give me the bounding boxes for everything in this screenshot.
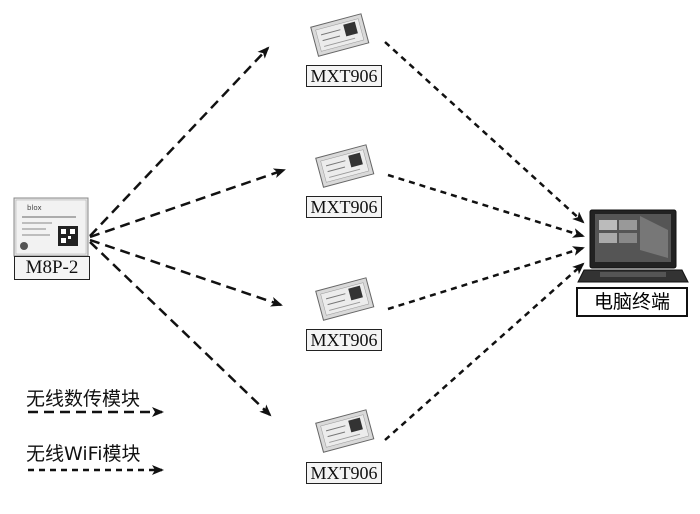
m8p2-label: M8P-2 (14, 256, 90, 280)
wifi-link-arrow-1 (384, 41, 585, 224)
wifi-link-arrow-2 (387, 173, 585, 238)
mxt906-label-3: MXT906 (306, 329, 382, 351)
wifi-link-arrow-4 (384, 262, 585, 441)
legend-wifi-text: 无线WiFi模块 (26, 443, 141, 465)
mxt906-chip-image-2 (315, 144, 375, 188)
wifi-link-arrow-3 (387, 246, 585, 311)
laptop-icon (577, 209, 689, 283)
mxt906-label-2: MXT906 (306, 196, 382, 218)
radio-link-arrow-3 (89, 238, 283, 307)
mxt906-label-4: MXT906 (306, 462, 382, 484)
legend-radio-text: 无线数传模块 (26, 388, 141, 410)
mxt906-chip-image-4 (315, 409, 375, 453)
mxt906-label-1: MXT906 (306, 65, 382, 87)
radio-link-arrow-1 (89, 46, 270, 237)
radio-link-arrow-2 (89, 168, 286, 239)
terminal-label: 电脑终端 (576, 287, 688, 317)
m8p2-chip-image (13, 197, 89, 257)
mxt906-chip-image-1 (310, 13, 370, 57)
m8p2-brand-text: blox (27, 204, 42, 212)
radio-link-arrow-4 (89, 241, 272, 417)
mxt906-chip-image-3 (315, 277, 375, 321)
